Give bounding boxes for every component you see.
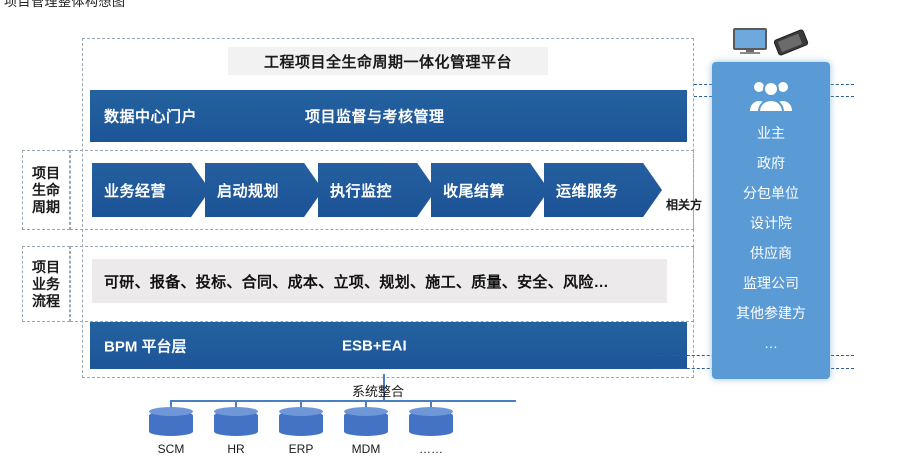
bpm-band: BPM 平台层 ESB+EAI — [90, 322, 687, 369]
database-cylinder-icon — [279, 407, 323, 436]
stakeholder-item-3[interactable]: 分包单位 — [743, 185, 799, 201]
platform-title: 工程项目全生命周期一体化管理平台 — [228, 47, 548, 75]
database-riser — [430, 400, 432, 412]
row-label-process-line1: 项目 — [32, 258, 60, 275]
database-cylinder-icon — [149, 407, 193, 436]
row-label-lifecycle-line3: 周期 — [32, 198, 60, 215]
stakeholder-item-1[interactable]: 业主 — [757, 125, 785, 141]
stakeholder-item-6[interactable]: 监理公司 — [743, 275, 799, 291]
row-label-lifecycle-line2: 生命 — [32, 181, 60, 198]
lifecycle-band — [70, 150, 694, 230]
row-label-lifecycle: 项目 生命 周期 — [22, 150, 70, 230]
stakeholder-item-5[interactable]: 供应商 — [750, 245, 792, 261]
lifecycle-stage-4[interactable]: 收尾结算 — [431, 163, 549, 217]
lifecycle-stage-5[interactable]: 运维服务 — [544, 163, 662, 217]
top-caption: 项目管理整体构想图 — [4, 0, 126, 9]
portal-mid-label: 项目监督与考核管理 — [305, 108, 445, 126]
system-integration-caption: 系统整合 — [352, 384, 405, 399]
device-icons — [733, 28, 813, 62]
business-process-text: 可研、报备、投标、合同、成本、立项、规划、施工、质量、安全、风险… — [104, 273, 609, 291]
lifecycle-stage-1[interactable]: 业务经营 — [92, 163, 210, 217]
system-bus-line — [171, 400, 516, 402]
database-label-more: …… — [419, 442, 443, 456]
monitor-icon — [733, 28, 767, 54]
stakeholder-list: 业主 政府 分包单位 设计院 供应商 监理公司 其他参建方 … — [712, 118, 830, 358]
row-label-process-line2: 业务 — [32, 275, 60, 292]
stakeholder-item-7[interactable]: 其他参建方 — [736, 305, 806, 321]
business-process-bar: 可研、报备、投标、合同、成本、立项、规划、施工、质量、安全、风险… — [92, 259, 667, 303]
lifecycle-stage-3-label: 执行监控 — [330, 182, 393, 200]
phone-icon — [772, 28, 810, 57]
database-riser — [300, 400, 302, 412]
phone-screen — [777, 33, 803, 53]
stakeholder-panel: 业主 政府 分包单位 设计院 供应商 监理公司 其他参建方 … — [712, 62, 830, 379]
database-label-scm: SCM — [157, 442, 185, 456]
system-trunk-line — [383, 374, 385, 401]
database-label-hr: HR — [227, 442, 245, 456]
stakeholder-item-8: … — [764, 335, 778, 351]
lifecycle-stage-1-label: 业务经营 — [104, 182, 167, 200]
lifecycle-stage-5-label: 运维服务 — [556, 182, 619, 200]
people-group-icon — [746, 78, 796, 113]
database-label-mdm: MDM — [351, 442, 381, 456]
database-label-erp: ERP — [288, 442, 314, 456]
database-riser — [235, 400, 237, 412]
database-riser — [170, 400, 172, 412]
bpm-left-label: BPM 平台层 — [104, 338, 187, 355]
stakeholder-item-2[interactable]: 政府 — [757, 155, 785, 171]
stakeholder-caption: 相关方 — [666, 198, 703, 212]
bpm-mid-label: ESB+EAI — [342, 337, 407, 354]
stakeholder-item-4[interactable]: 设计院 — [750, 215, 792, 231]
portal-left-label: 数据中心门户 — [104, 108, 198, 126]
lifecycle-stage-4-label: 收尾结算 — [443, 182, 506, 200]
process-band — [70, 246, 694, 322]
row-label-process: 项目 业务 流程 — [22, 246, 70, 322]
row-label-process-line3: 流程 — [32, 292, 60, 309]
monitor-stand — [746, 50, 754, 53]
lifecycle-stage-3[interactable]: 执行监控 — [318, 163, 436, 217]
lifecycle-stage-2[interactable]: 启动规划 — [205, 163, 323, 217]
monitor-screen — [733, 28, 767, 50]
portal-band: 数据中心门户 项目监督与考核管理 — [90, 90, 687, 142]
lifecycle-stage-2-label: 启动规划 — [217, 182, 280, 200]
database-cylinder-icon — [409, 407, 453, 436]
monitor-base — [740, 52, 760, 54]
database-cylinder-icon — [214, 407, 258, 436]
database-cylinder-icon — [344, 407, 388, 436]
database-riser — [365, 400, 367, 412]
row-label-lifecycle-line1: 项目 — [32, 164, 60, 181]
